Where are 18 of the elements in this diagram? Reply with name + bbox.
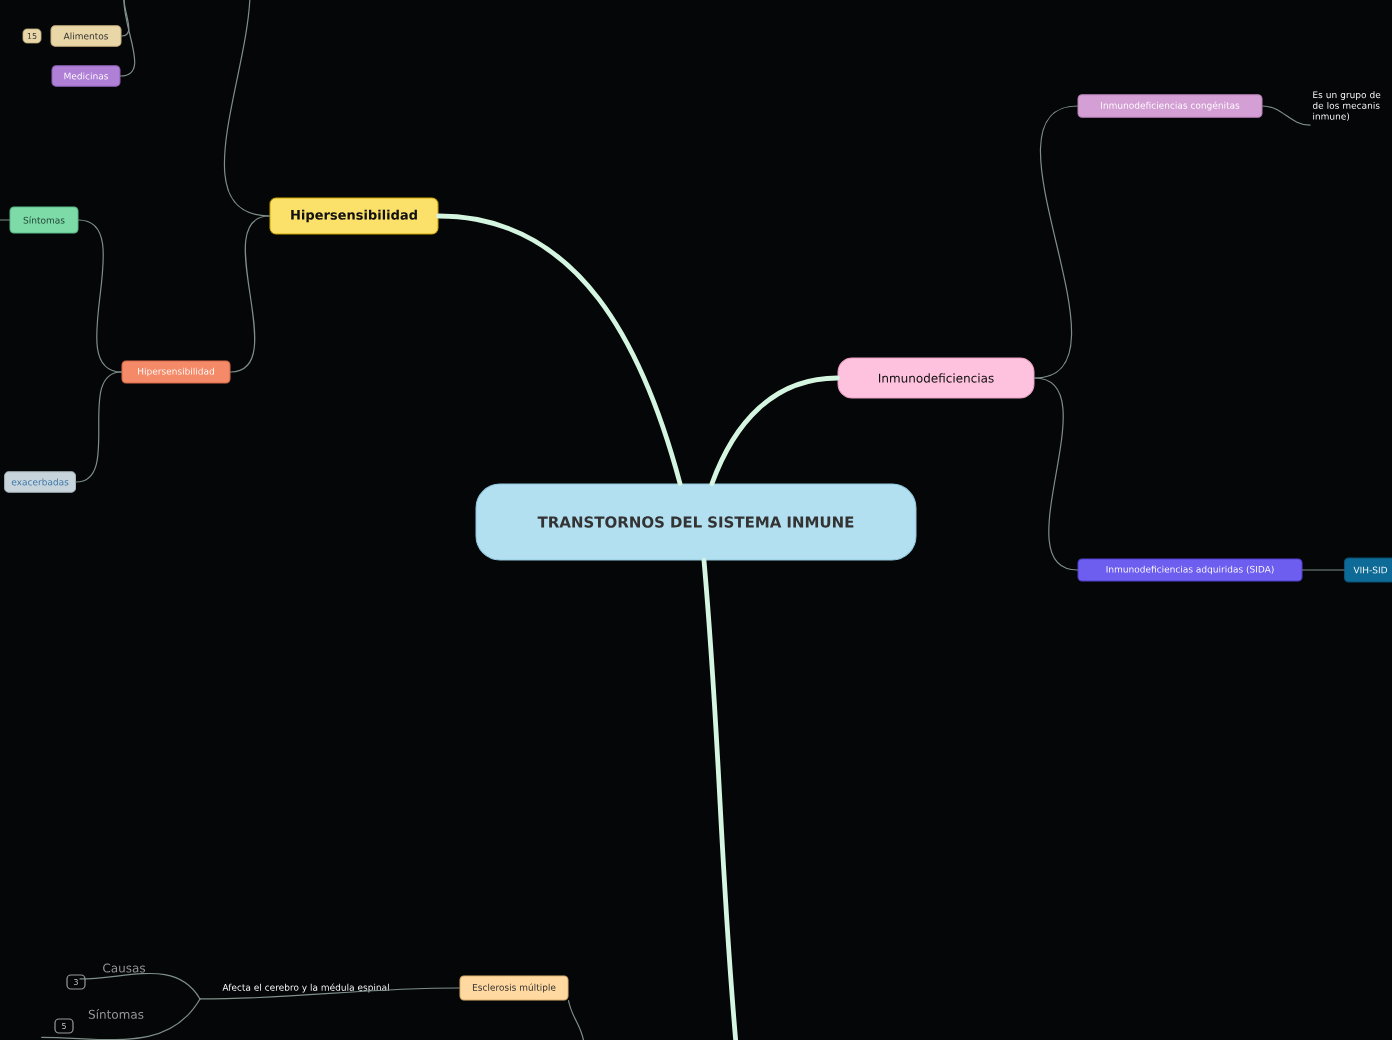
connector-line <box>41 998 201 1040</box>
connector-line <box>119 0 136 77</box>
connector-line <box>199 987 461 1000</box>
connector-line <box>1033 377 1079 571</box>
connector-line <box>567 999 585 1040</box>
connector-line <box>79 972 201 1000</box>
connector-line <box>77 219 123 373</box>
connector-line <box>709 375 840 486</box>
connector-line <box>1301 569 1345 571</box>
connector-line <box>1261 105 1311 126</box>
connector-line <box>436 213 683 486</box>
connector-line <box>229 215 271 373</box>
connector-line <box>0 219 11 221</box>
connector-line <box>1033 105 1079 379</box>
connector-line <box>120 0 130 37</box>
connector-line <box>75 371 123 483</box>
connector-line <box>701 558 739 1040</box>
connector-line <box>223 0 271 217</box>
